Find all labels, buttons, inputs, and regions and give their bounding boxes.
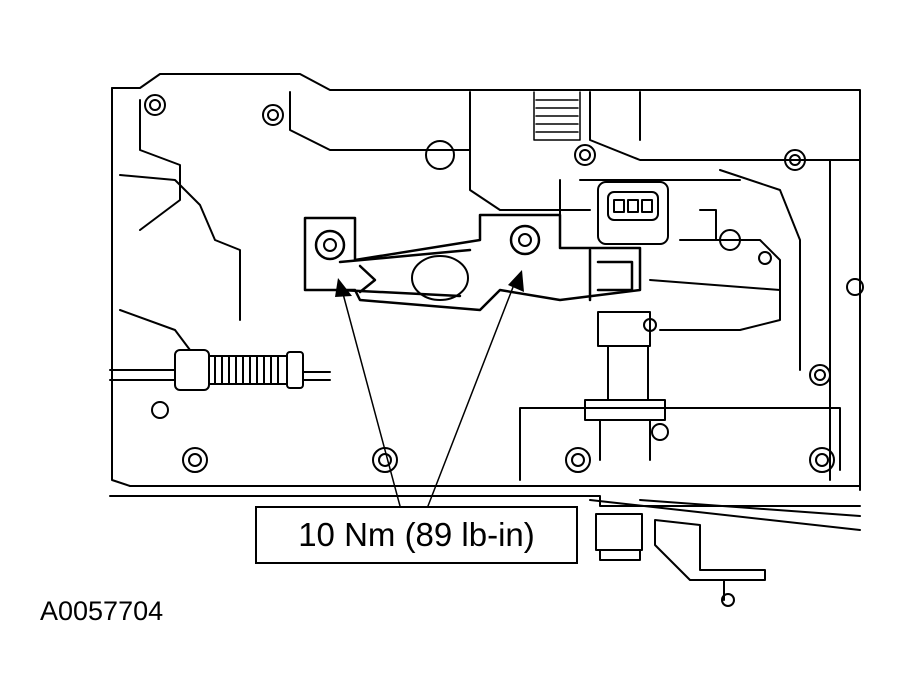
- detent-lever: [649, 209, 781, 331]
- range-sensor-connector: [597, 181, 669, 245]
- figure-id-label: A0057704: [40, 596, 164, 626]
- callout-leader-lines: [335, 270, 524, 507]
- lower-mounting-bracket: [589, 499, 861, 607]
- torque-spec-callout: 10 Nm (89 lb-in): [255, 506, 578, 564]
- bracket-bolts: [314, 224, 541, 261]
- case-ribs: [533, 91, 581, 141]
- right-arrowhead: [508, 270, 524, 292]
- shift-bracket: [303, 213, 642, 312]
- transmission-case-outline: [109, 73, 861, 507]
- threaded-shaft: [109, 349, 331, 391]
- manual-shaft-column: [584, 311, 666, 461]
- left-arrowhead: [335, 278, 352, 297]
- case-bolts: [144, 94, 864, 473]
- torque-spec-text: 10 Nm (89 lb-in): [298, 516, 535, 553]
